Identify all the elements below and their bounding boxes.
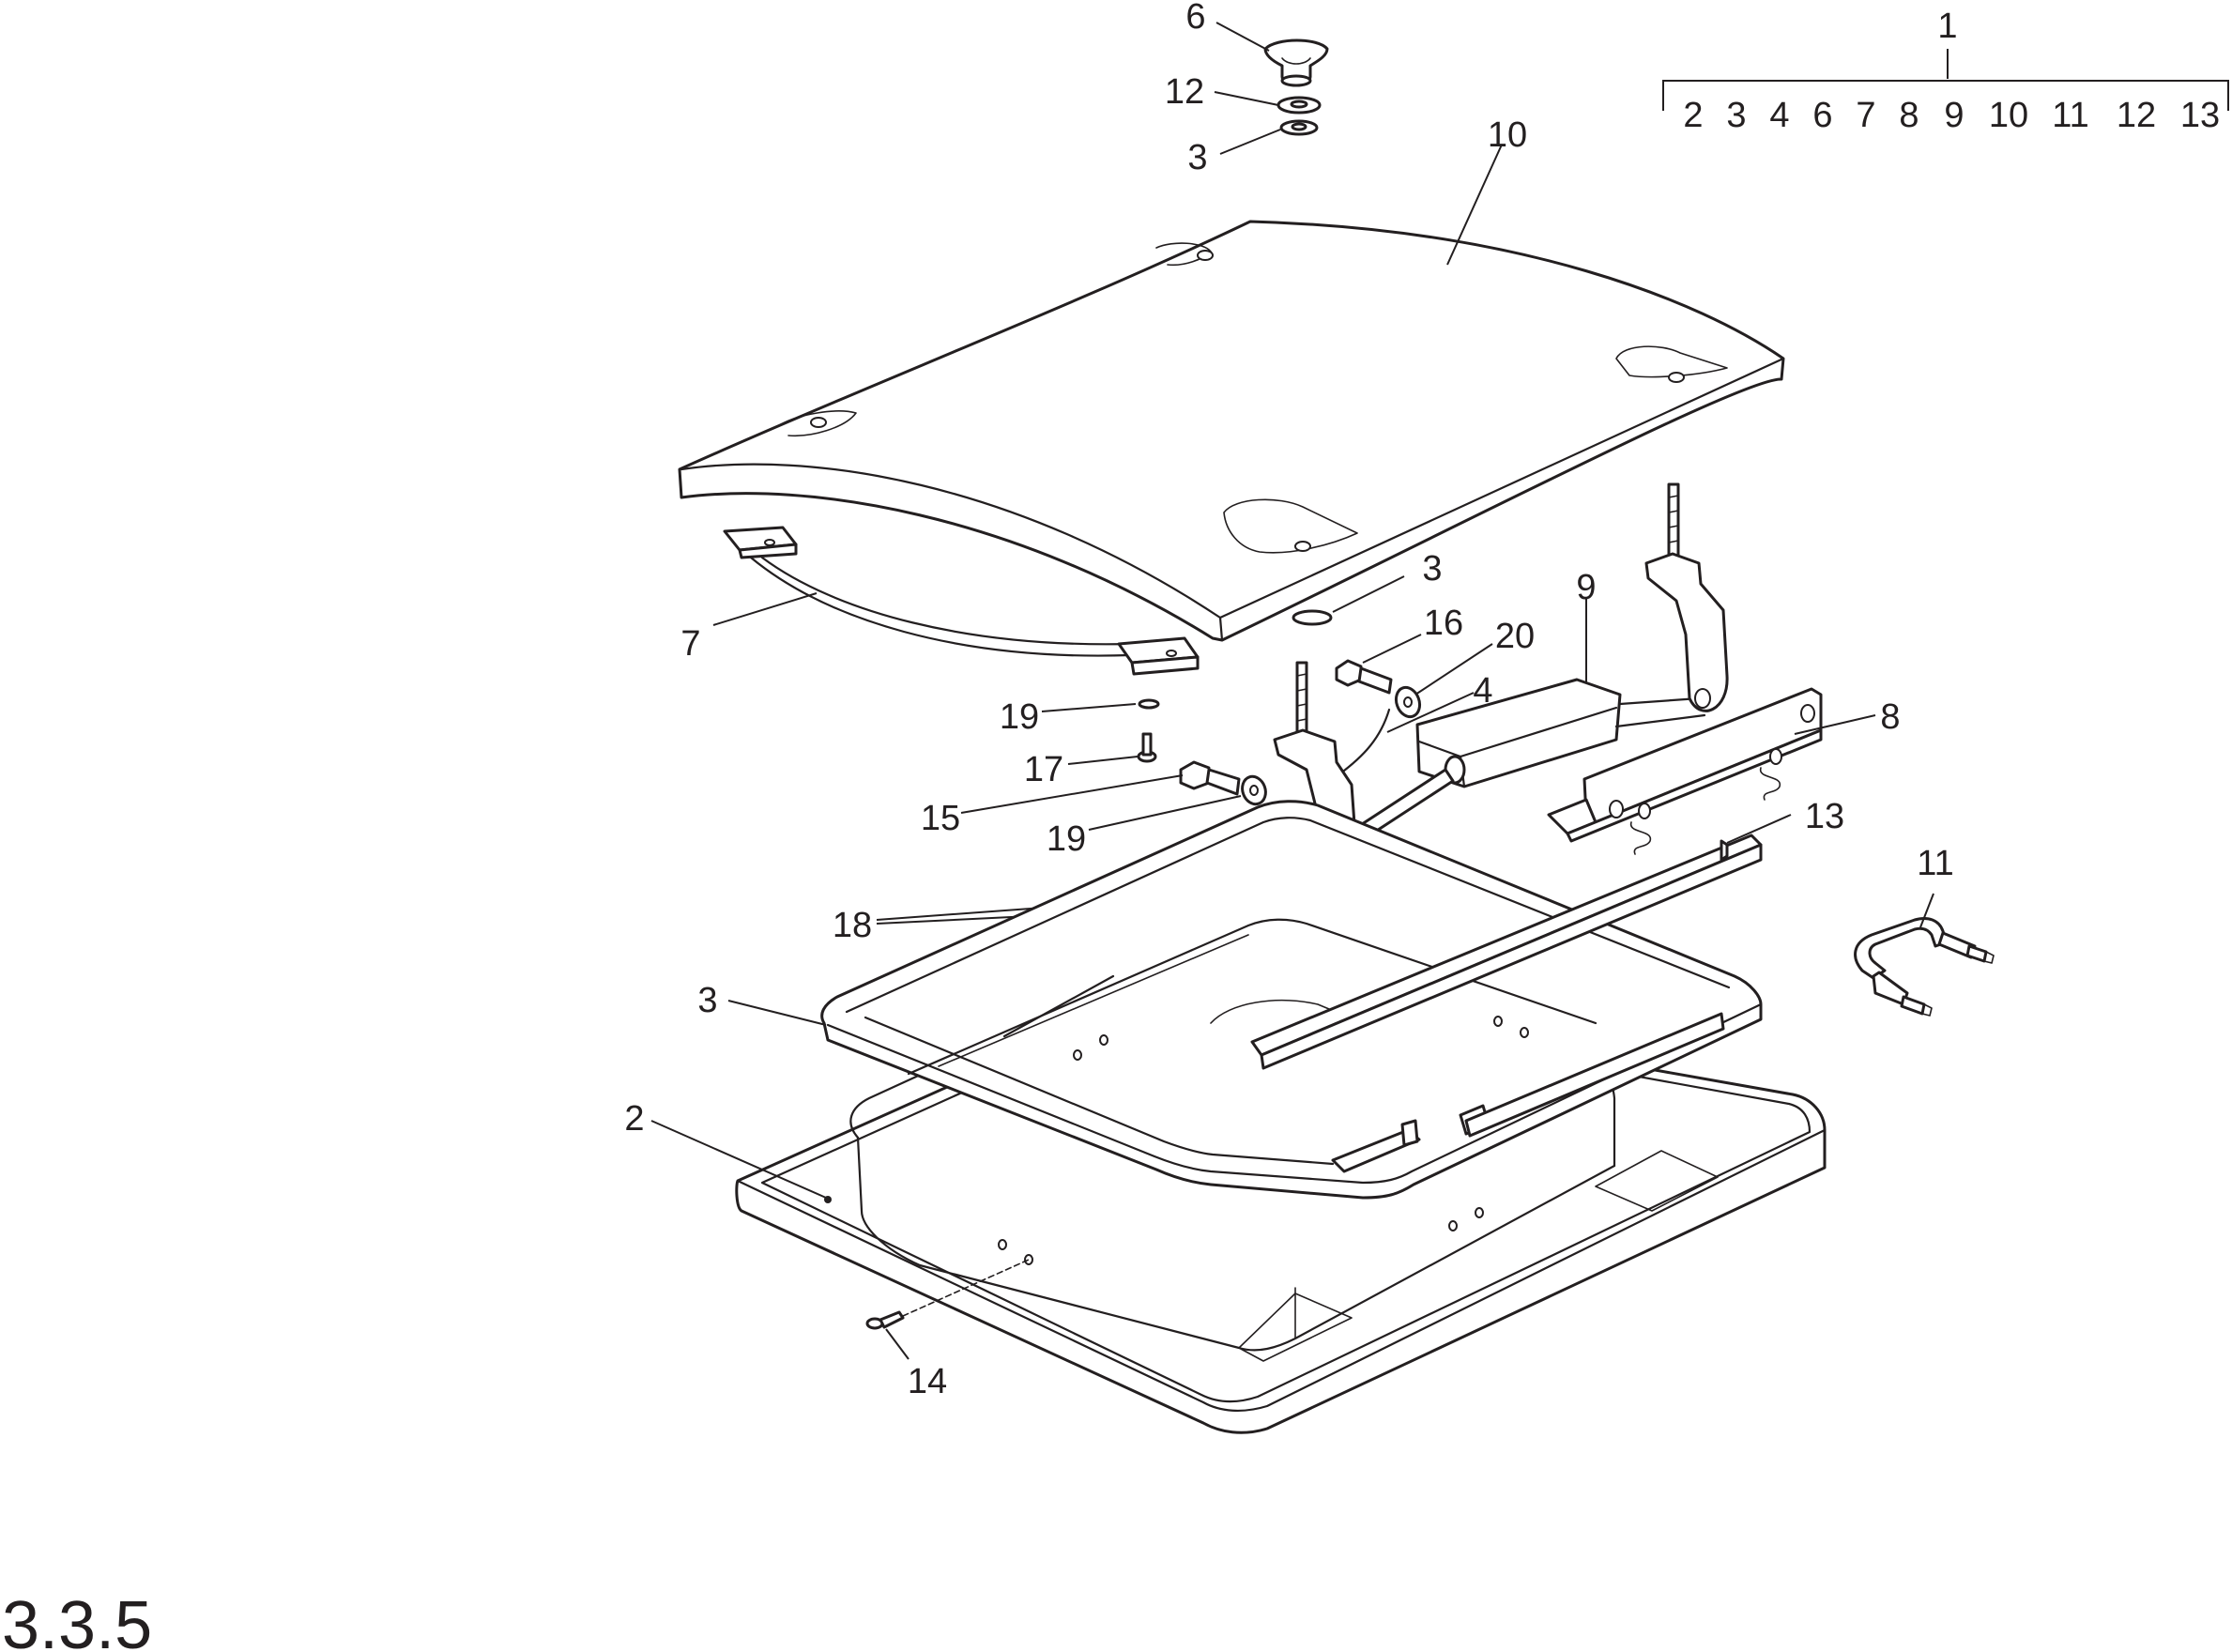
washer-12-icon bbox=[1277, 96, 1322, 115]
assembly-item: 9 bbox=[1944, 96, 1964, 135]
washer-icon bbox=[1292, 609, 1333, 626]
assembly-item: 3 bbox=[1726, 96, 1746, 135]
assembly-item: 4 bbox=[1769, 96, 1789, 135]
u-handle bbox=[1854, 917, 1995, 1017]
screw-17-icon bbox=[1137, 732, 1157, 763]
callout-11: 11 bbox=[1917, 844, 1953, 883]
callout-7: 7 bbox=[680, 624, 700, 664]
screw-icon bbox=[865, 1310, 905, 1330]
assembly-item: 12 bbox=[2117, 96, 2156, 135]
assembly-item: 2 bbox=[1683, 96, 1703, 135]
assembly-number: 1 bbox=[1937, 7, 1957, 46]
callout-9: 9 bbox=[1576, 568, 1596, 607]
callout-19-bottom: 19 bbox=[1047, 819, 1086, 859]
hinge-bracket-right bbox=[1644, 482, 1729, 712]
knob-icon bbox=[1263, 38, 1329, 87]
callout-14: 14 bbox=[908, 1362, 947, 1401]
callout-2: 2 bbox=[624, 1099, 644, 1139]
callout-10: 10 bbox=[1488, 115, 1527, 155]
washer-3-icon bbox=[1279, 119, 1319, 136]
assembly-item: 7 bbox=[1856, 96, 1875, 135]
washer-20-icon bbox=[1394, 685, 1422, 719]
callout-3-top: 3 bbox=[1187, 138, 1207, 177]
callout-20: 20 bbox=[1495, 617, 1535, 656]
callout-18: 18 bbox=[833, 906, 872, 945]
washer-19-top-icon bbox=[1138, 698, 1160, 710]
assembly-item: 8 bbox=[1899, 96, 1919, 135]
callout-4: 4 bbox=[1473, 671, 1492, 711]
guide-rail bbox=[1250, 834, 1763, 1147]
callout-13: 13 bbox=[1805, 797, 1844, 836]
section-number: 3.3.5 bbox=[2, 1588, 152, 1652]
callout-15: 15 bbox=[921, 799, 960, 838]
assembly-item: 11 bbox=[2052, 96, 2088, 135]
bolt-15-icon bbox=[1179, 760, 1241, 796]
assembly-item: 13 bbox=[2180, 96, 2220, 135]
gas-strut bbox=[1357, 678, 1706, 839]
assembly-item: 6 bbox=[1812, 96, 1832, 135]
washer-19-bottom-icon bbox=[1241, 774, 1267, 806]
callout-6: 6 bbox=[1185, 0, 1205, 37]
callout-8: 8 bbox=[1880, 697, 1900, 737]
bolt-16-icon bbox=[1335, 659, 1393, 695]
callout-3-frame: 3 bbox=[697, 981, 717, 1020]
roof-hatch-lid bbox=[678, 220, 1785, 642]
callout-12: 12 bbox=[1165, 72, 1204, 112]
hinge-plate bbox=[1547, 687, 1823, 855]
callout-3-mid: 3 bbox=[1422, 549, 1442, 589]
callout-19-top: 19 bbox=[1000, 697, 1039, 737]
callout-16: 16 bbox=[1424, 604, 1463, 643]
support-arm bbox=[723, 526, 1200, 676]
callout-17: 17 bbox=[1024, 750, 1063, 789]
assembly-item: 10 bbox=[1989, 96, 2028, 135]
